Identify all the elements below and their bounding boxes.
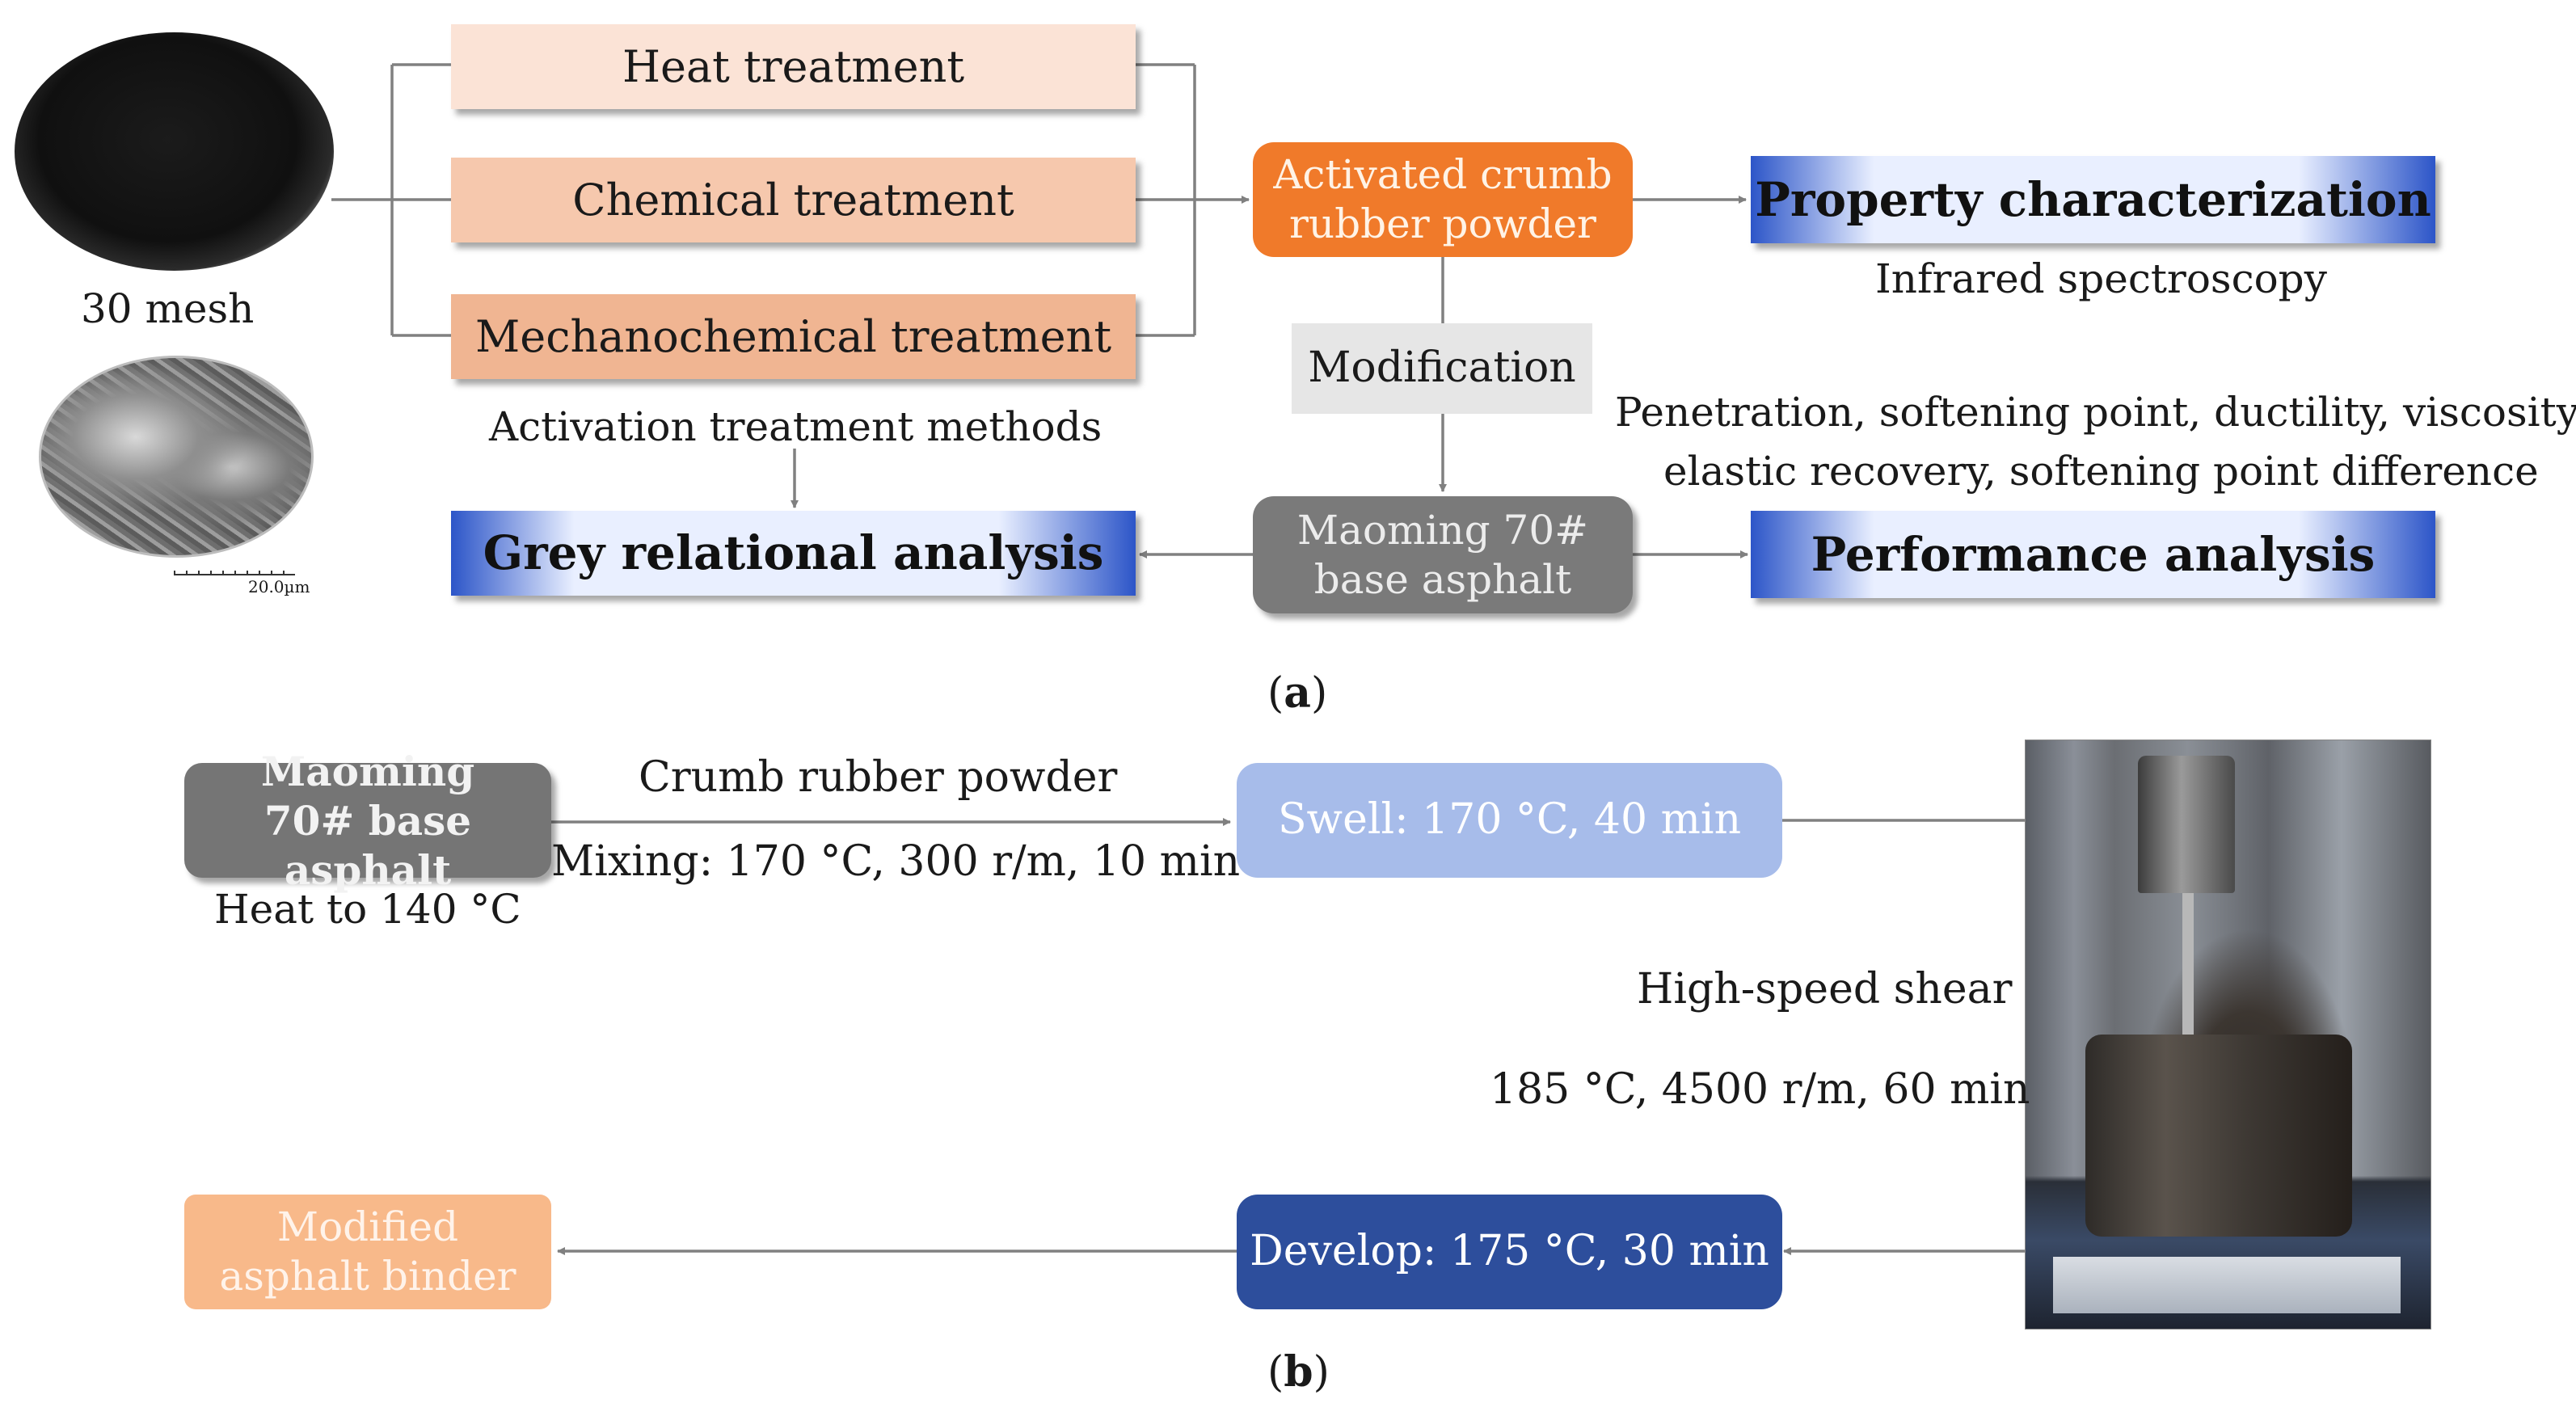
performance-analysis-box: Performance analysis: [1751, 511, 2435, 598]
heat-treatment-box: Heat treatment: [451, 24, 1136, 109]
property-characterization-box: Property characterization: [1751, 156, 2435, 243]
control-panel: [2053, 1257, 2401, 1313]
performance-tests-line1: Penetration, softening point, ductility,…: [1615, 389, 2576, 436]
scale-bar: [174, 571, 295, 575]
mechanochemical-treatment-box: Mechanochemical treatment: [451, 294, 1136, 379]
activated-crumb-rubber-box: Activated crumb rubber powder: [1253, 142, 1633, 257]
crumb-rubber-powder-image: [15, 32, 334, 271]
mixer-motor: [2138, 756, 2235, 893]
activation-methods-label: Activation treatment methods: [489, 403, 1102, 450]
caption-a: (a): [1267, 668, 1328, 718]
heating-pot: [2085, 1035, 2352, 1237]
modified-asphalt-binder-box: Modified asphalt binder: [184, 1195, 551, 1309]
swell-box: Swell: 170 °C, 40 min: [1237, 763, 1782, 878]
scale-label: 20.0µm: [248, 577, 310, 596]
chemical-treatment-box: Chemical treatment: [451, 158, 1136, 242]
mesh-label: 30 mesh: [81, 285, 255, 332]
caption-b: (b): [1267, 1347, 1330, 1397]
develop-box: Develop: 175 °C, 30 min: [1237, 1195, 1782, 1309]
base-asphalt-box-b: Maoming 70# base asphalt: [184, 748, 551, 894]
infrared-spectroscopy-label: Infrared spectroscopy: [1875, 255, 2327, 302]
performance-tests-line2: elastic recovery, softening point differ…: [1663, 448, 2539, 495]
modification-label: Modification: [1292, 323, 1592, 414]
sem-micrograph-image: [39, 356, 314, 558]
crumb-rubber-label: Crumb rubber powder: [639, 753, 1118, 802]
shear-params-label: 185 °C, 4500 r/m, 60 min: [1490, 1065, 2030, 1114]
high-speed-shear-label: High-speed shear: [1637, 965, 2013, 1014]
grey-relational-analysis-box: Grey relational analysis: [451, 511, 1136, 596]
heat-label: Heat to 140 °C: [214, 886, 521, 933]
mixing-label: Mixing: 170 °C, 300 r/m, 10 min: [551, 837, 1241, 886]
mixer-shaft: [2182, 893, 2194, 1079]
base-asphalt-box: Maoming 70# base asphalt: [1253, 496, 1633, 613]
